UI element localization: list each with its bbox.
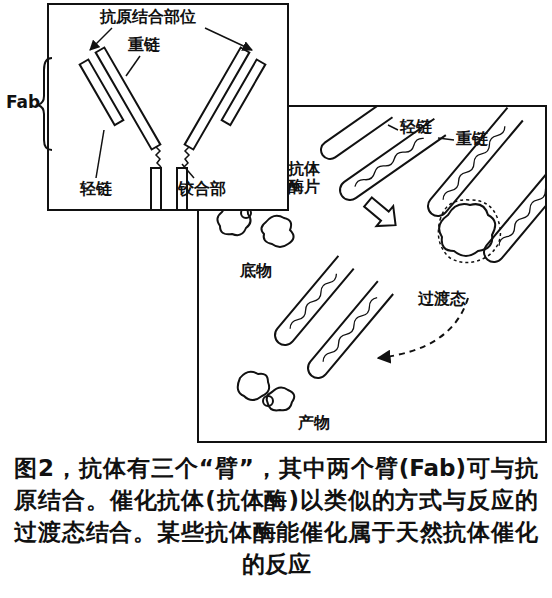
part-label: 轻链 bbox=[400, 118, 432, 136]
part-label: 抗体酶片 bbox=[288, 160, 324, 197]
part-label: 重链 bbox=[128, 36, 160, 54]
part-label: 铰合部 bbox=[178, 180, 226, 198]
inset-panel bbox=[48, 4, 288, 210]
part-label: 过渡态 bbox=[418, 290, 466, 308]
antibody-figure bbox=[80, 48, 266, 210]
leader-lines bbox=[38, 28, 454, 178]
part-label: 底物 bbox=[240, 262, 272, 280]
part-label: 产物 bbox=[298, 414, 330, 432]
part-label: 重链 bbox=[456, 130, 488, 148]
part-label: 轻链 bbox=[80, 180, 112, 198]
figure-caption: 图2，抗体有三个“臂”，其中两个臂(Fab)可与抗原结合。催化抗体(抗体酶)以类… bbox=[14, 452, 538, 580]
part-label: 抗原结合部位 bbox=[100, 8, 196, 26]
part-label: Fab bbox=[6, 93, 40, 113]
